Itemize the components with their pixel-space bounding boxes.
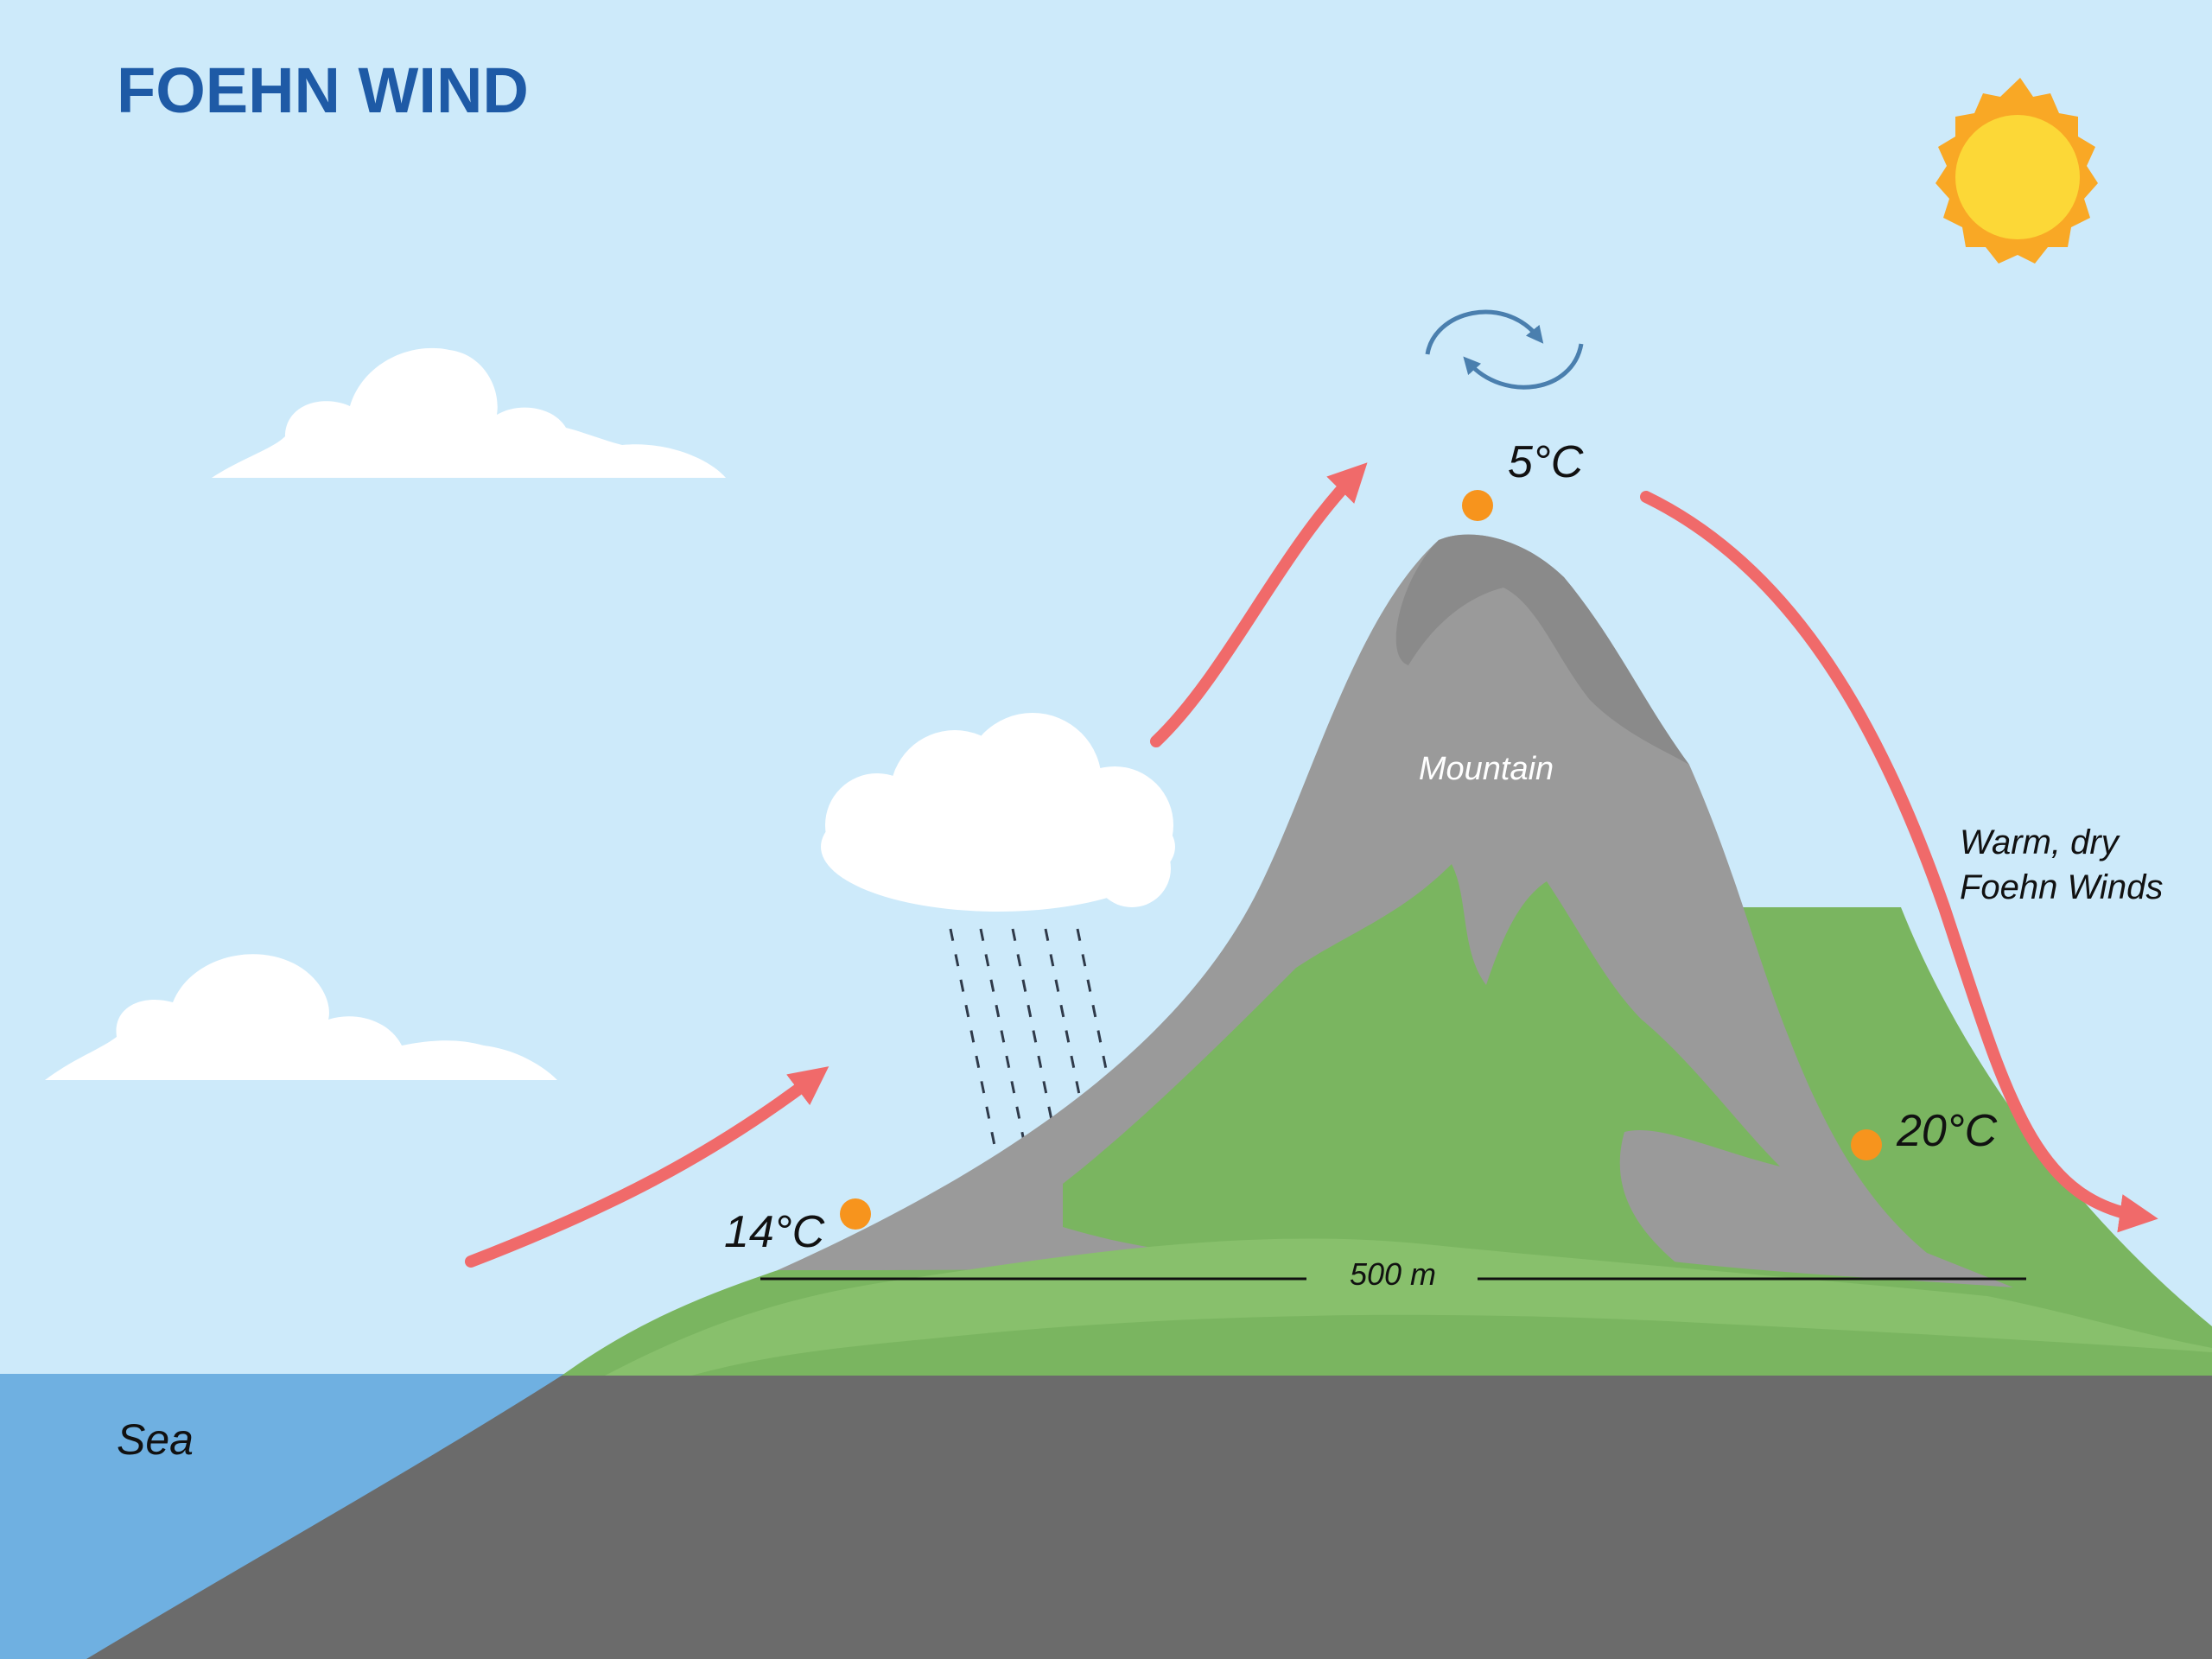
mountain-label: Mountain	[1419, 751, 1554, 787]
sun-icon	[1936, 78, 2098, 264]
mountain-shadow	[1395, 534, 1689, 765]
rain-cloud-icon	[821, 713, 1175, 912]
mountain-vegetation	[1063, 864, 1780, 1270]
temperature-leeward-label: 20°C	[1896, 1106, 1998, 1156]
temperature-summit-label: 5°C	[1508, 437, 1584, 487]
temperature-point-leeward	[1851, 1129, 1882, 1160]
ground	[86, 1376, 2212, 1659]
cloud-icon	[45, 954, 557, 1080]
temperature-point-summit	[1462, 490, 1493, 521]
height-label: 500 m	[1350, 1256, 1436, 1292]
temperature-base-label: 14°C	[724, 1207, 825, 1257]
sea-label: Sea	[117, 1415, 194, 1464]
windward-arrow-upper	[1150, 462, 1368, 747]
cloud-icon	[212, 347, 726, 478]
mountain-vegetation	[691, 1314, 2212, 1376]
windward-arrow-lower	[465, 1066, 830, 1268]
foehn-label-line2: Foehn Winds	[1960, 868, 2163, 906]
temperature-point-base	[840, 1198, 871, 1230]
foehn-arrow	[1640, 491, 2158, 1233]
foehn-label-line1: Warm, dry	[1960, 823, 2121, 861]
circular-arrows-icon	[1425, 309, 1584, 390]
page-title: FOEHN WIND	[117, 54, 529, 126]
